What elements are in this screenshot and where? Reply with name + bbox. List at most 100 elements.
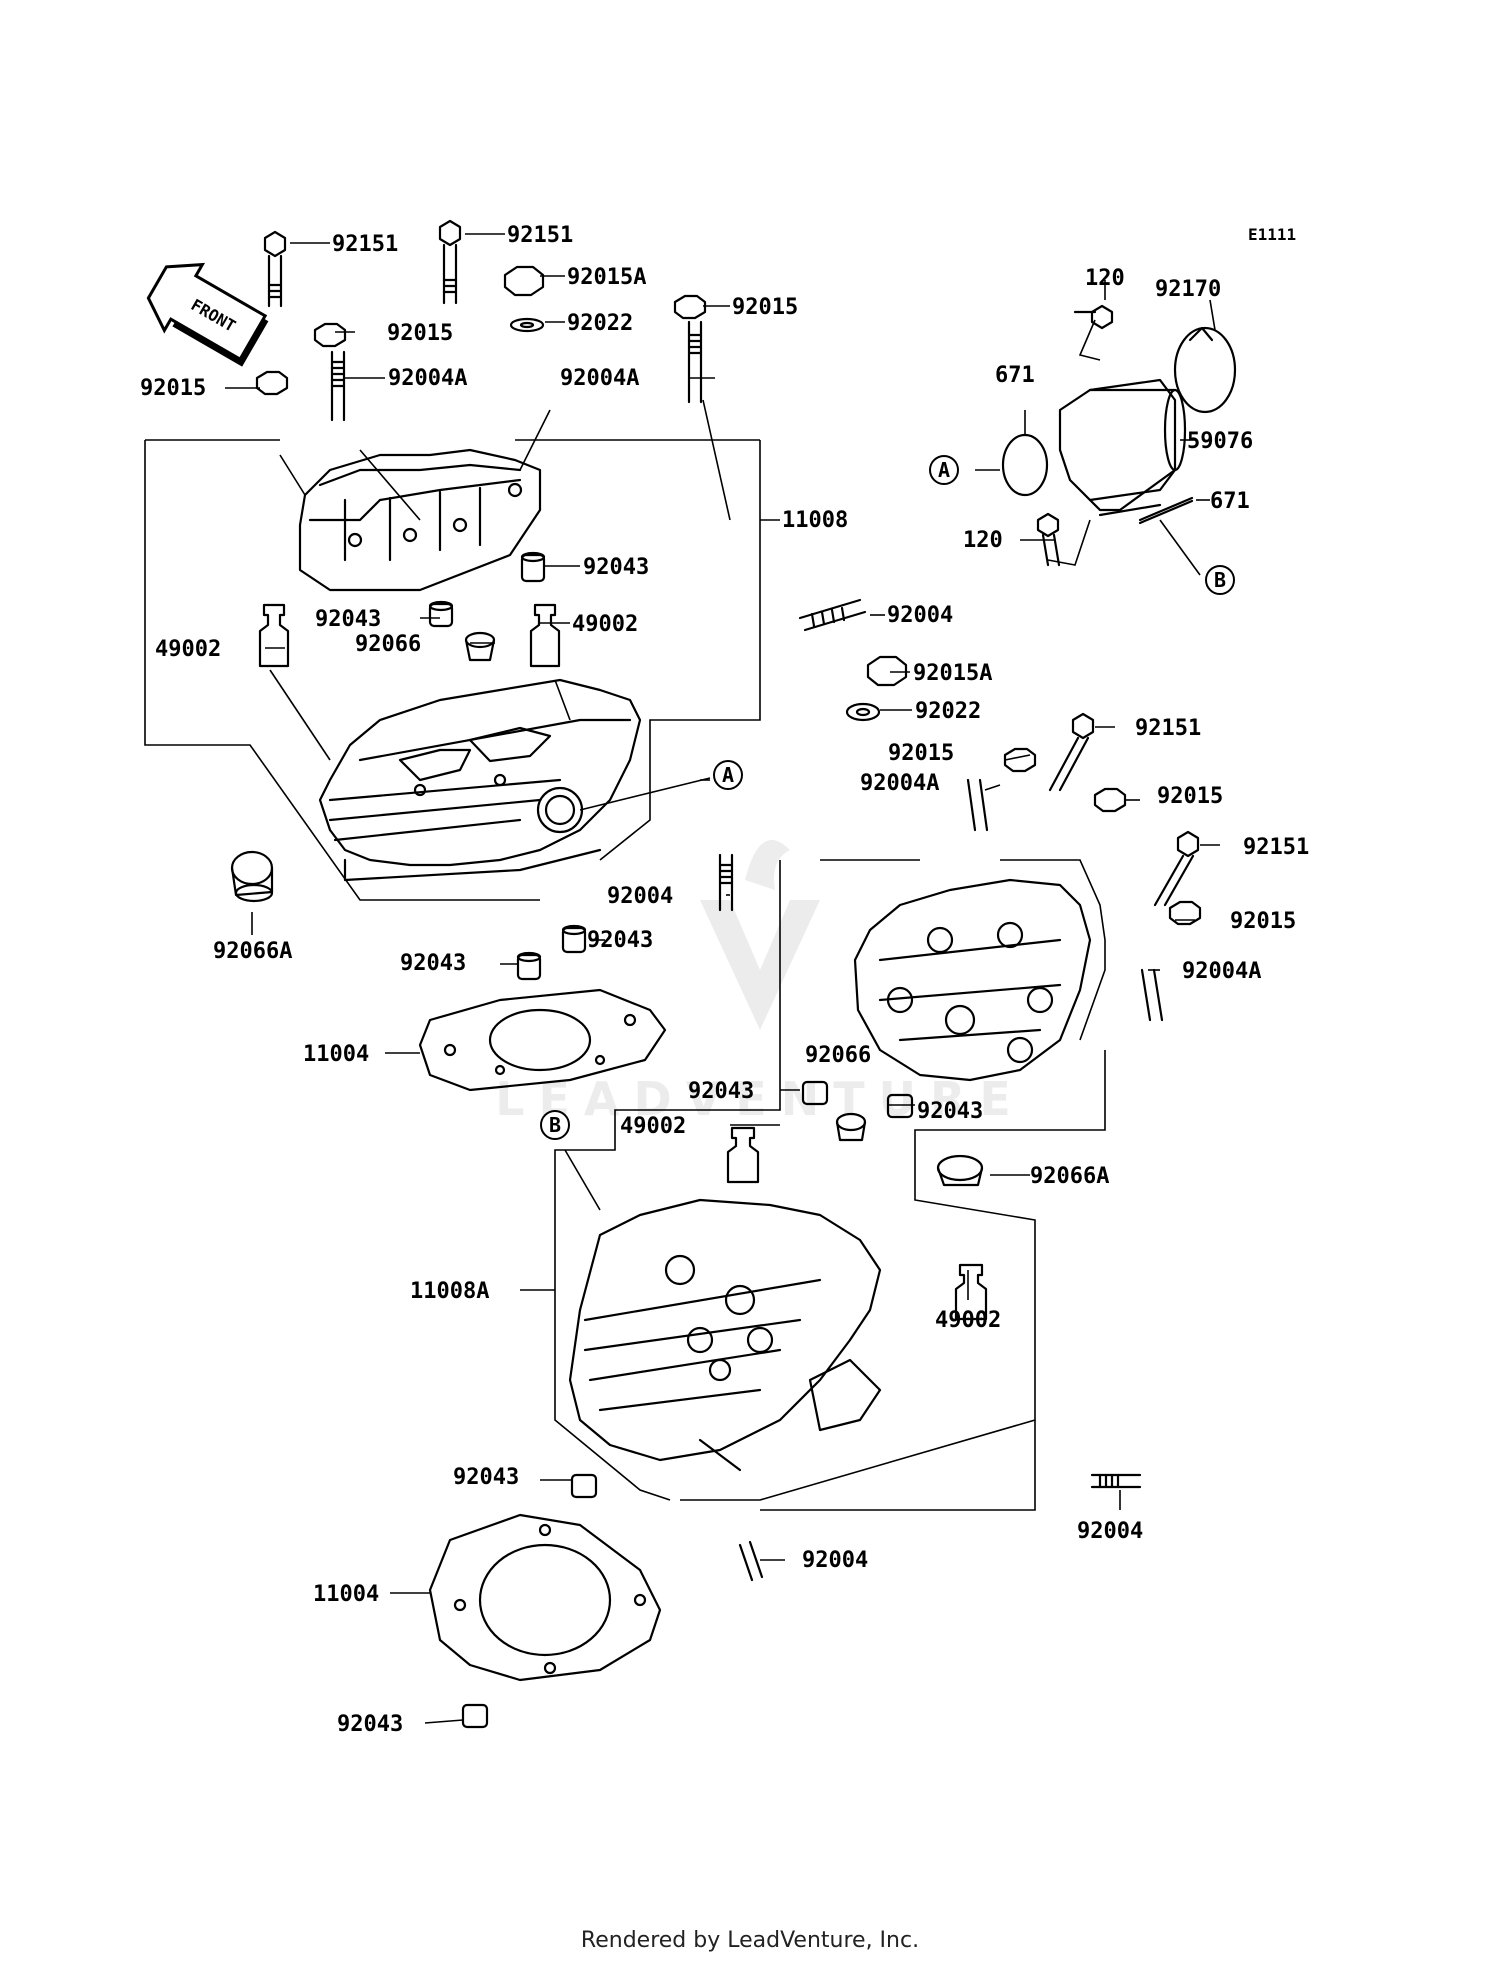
part-label: 92015A	[567, 265, 646, 290]
part-label: 92151	[1243, 835, 1309, 860]
part-label: 92022	[567, 311, 633, 336]
stud-icon	[798, 598, 867, 632]
plug-icon	[936, 1154, 984, 1187]
footer-credit: Rendered by LeadVenture, Inc.	[580, 1928, 920, 1953]
part-label: 92004	[802, 1548, 868, 1573]
part-label: 92022	[915, 699, 981, 724]
part-label: 92015	[387, 321, 453, 346]
valve-guide-icon	[529, 603, 561, 668]
part-label: 92043	[453, 1465, 519, 1490]
nut-icon	[503, 265, 545, 297]
part-label: 92004A	[1182, 959, 1261, 984]
valve-guide-icon	[258, 603, 290, 668]
part-label: 49002	[935, 1308, 1001, 1333]
stud-icon	[1090, 1473, 1142, 1489]
stud-icon	[330, 350, 346, 422]
dowel-icon	[428, 600, 454, 628]
dowel-icon	[461, 1703, 489, 1729]
callout-b-text: B	[549, 1113, 561, 1137]
part-label: 671	[1210, 489, 1250, 514]
callout-b-2: B	[1205, 565, 1235, 595]
bolt-icon	[1073, 304, 1114, 330]
head-gasket-rear	[428, 1513, 662, 1682]
washer-icon	[845, 702, 881, 722]
part-label: 92066	[805, 1043, 871, 1068]
part-label: 92043	[400, 951, 466, 976]
part-labels: 92151 92151 92015A 92015 92015 92022 920…	[140, 223, 1309, 1737]
valve-guide-icon	[954, 1263, 988, 1321]
part-label: 92066A	[213, 939, 292, 964]
leader-lines	[144, 233, 1220, 1724]
clamp-icon	[1173, 326, 1237, 414]
head-gasket-front	[418, 988, 667, 1092]
bolt-icon	[1153, 830, 1200, 907]
part-label: 92004	[1077, 1519, 1143, 1544]
bolt-icon	[1048, 712, 1095, 792]
part-label: 92015	[1230, 909, 1296, 934]
part-label: 92004A	[860, 771, 939, 796]
nut-icon	[1003, 747, 1037, 773]
part-label: 92043	[315, 607, 381, 632]
plug-icon	[230, 850, 274, 903]
part-label: 92151	[332, 232, 398, 257]
part-label: 671	[995, 363, 1035, 388]
dowel-icon	[570, 1473, 598, 1499]
watermark-text: LEADVENTURE	[495, 1072, 1025, 1126]
cylinder-head-front	[318, 678, 642, 882]
dowel-icon	[886, 1093, 914, 1119]
part-label: 92015	[140, 376, 206, 401]
part-label: 92015	[1157, 784, 1223, 809]
callout-a-text: A	[938, 458, 950, 482]
callout-a-1: A	[713, 760, 743, 790]
stud-icon	[1140, 968, 1164, 1022]
plug-icon	[464, 631, 496, 662]
part-label: 92015A	[913, 661, 992, 686]
part-label: 11008A	[410, 1279, 489, 1304]
part-label: 11004	[303, 1042, 369, 1067]
part-label: 92151	[507, 223, 573, 248]
part-label: 92015	[888, 741, 954, 766]
nut-icon	[1093, 787, 1127, 813]
cylinder-head-rear	[568, 1198, 882, 1472]
callout-b-text: B	[1214, 568, 1226, 592]
part-label: 92004A	[560, 366, 639, 391]
part-label: 92043	[688, 1079, 754, 1104]
diagram-code: E1111	[1248, 225, 1296, 244]
nut-icon	[866, 655, 908, 687]
gasket-icon	[1138, 496, 1194, 525]
cylinder-head-cover-rear	[853, 878, 1092, 1082]
dowel-icon	[520, 551, 546, 583]
dowel-icon	[801, 1080, 829, 1106]
part-label: 92004	[607, 884, 673, 909]
o-ring-icon	[1001, 433, 1049, 497]
part-label: 92043	[917, 1099, 983, 1124]
callout-a-2: A	[929, 455, 959, 485]
part-label: 92004A	[388, 366, 467, 391]
cylinder-head-cover-front	[298, 448, 542, 592]
part-label: 11004	[313, 1582, 379, 1607]
dowel-icon	[561, 924, 587, 954]
callout-a-text: A	[722, 763, 734, 787]
part-label: 92015	[732, 295, 798, 320]
part-label: 92043	[583, 555, 649, 580]
nut-icon	[255, 370, 289, 396]
valve-guide-icon	[726, 1126, 760, 1184]
stud-icon	[687, 320, 703, 404]
part-label: 59076	[1187, 429, 1253, 454]
part-label: 49002	[620, 1114, 686, 1139]
washer-icon	[509, 317, 545, 333]
part-label: 92066A	[1030, 1164, 1109, 1189]
part-label: 92066	[355, 632, 421, 657]
bolt-icon	[438, 219, 462, 305]
part-label: 49002	[155, 637, 221, 662]
nut-icon	[313, 322, 347, 348]
part-label: 92004	[887, 603, 953, 628]
stud-icon	[718, 853, 734, 912]
plug-icon	[835, 1112, 867, 1142]
nut-icon	[1168, 900, 1202, 926]
part-label: 92151	[1135, 716, 1201, 741]
nut-icon	[673, 294, 707, 320]
callout-b-1: B	[540, 1110, 570, 1140]
front-arrow-icon: FRONT	[146, 262, 269, 367]
